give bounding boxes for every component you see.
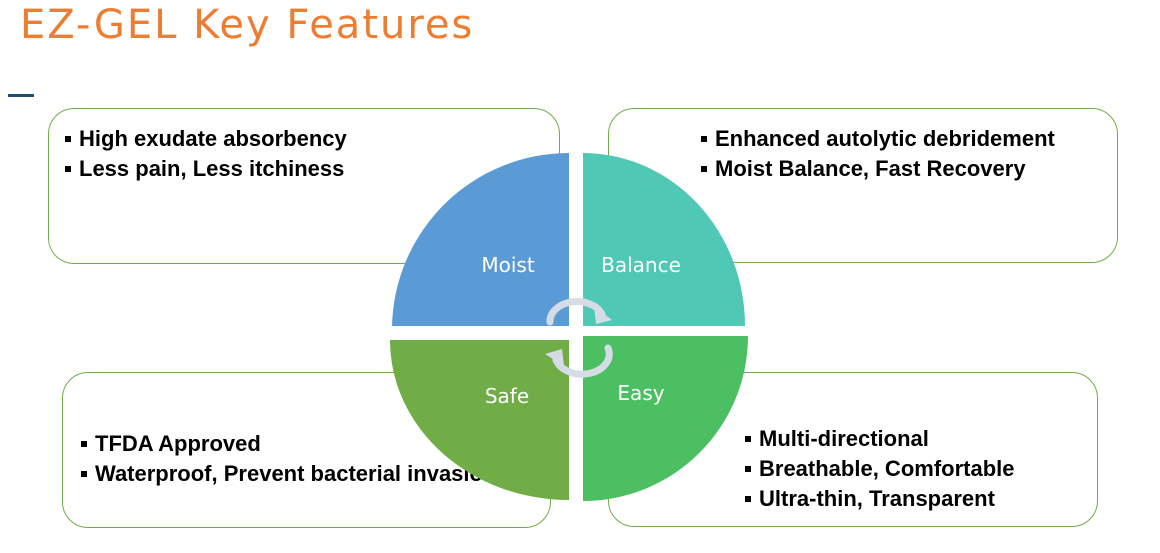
quadrant-balance <box>583 153 745 326</box>
feature-item: Enhanced autolytic debridement <box>699 124 1117 154</box>
quadrant-moist <box>392 153 569 326</box>
page-title: EZ-GEL Key Features <box>20 2 475 48</box>
feature-item: TFDA Approved <box>79 429 540 459</box>
feature-list: Multi-directional Breathable, Comfortabl… <box>743 424 1097 514</box>
feature-list: Enhanced autolytic debridement Moist Bal… <box>699 124 1117 184</box>
feature-box-balance: Enhanced autolytic debridement Moist Bal… <box>608 108 1118 263</box>
feature-item: High exudate absorbency <box>63 124 559 154</box>
quadrant-label-safe: Safe <box>485 384 529 408</box>
feature-item: Multi-directional <box>743 424 1097 454</box>
quadrant-label-balance: Balance <box>601 253 681 277</box>
feature-list: TFDA Approved Waterproof, Prevent bacter… <box>79 429 540 489</box>
accent-dash <box>8 94 34 97</box>
quadrant-easy <box>583 336 748 501</box>
quadrant-label-easy: Easy <box>617 381 664 405</box>
feature-item: Waterproof, Prevent bacterial invasion <box>79 459 540 489</box>
feature-list: High exudate absorbency Less pain, Less … <box>63 124 559 184</box>
feature-item: Moist Balance, Fast Recovery <box>699 154 1117 184</box>
feature-item: Breathable, Comfortable <box>743 454 1097 484</box>
feature-item: Less pain, Less itchiness <box>63 154 559 184</box>
quadrant-safe <box>390 340 569 500</box>
quadrant-label-moist: Moist <box>481 253 534 277</box>
feature-item: Ultra-thin, Transparent <box>743 484 1097 514</box>
cycle-arrows-icon <box>545 298 613 378</box>
